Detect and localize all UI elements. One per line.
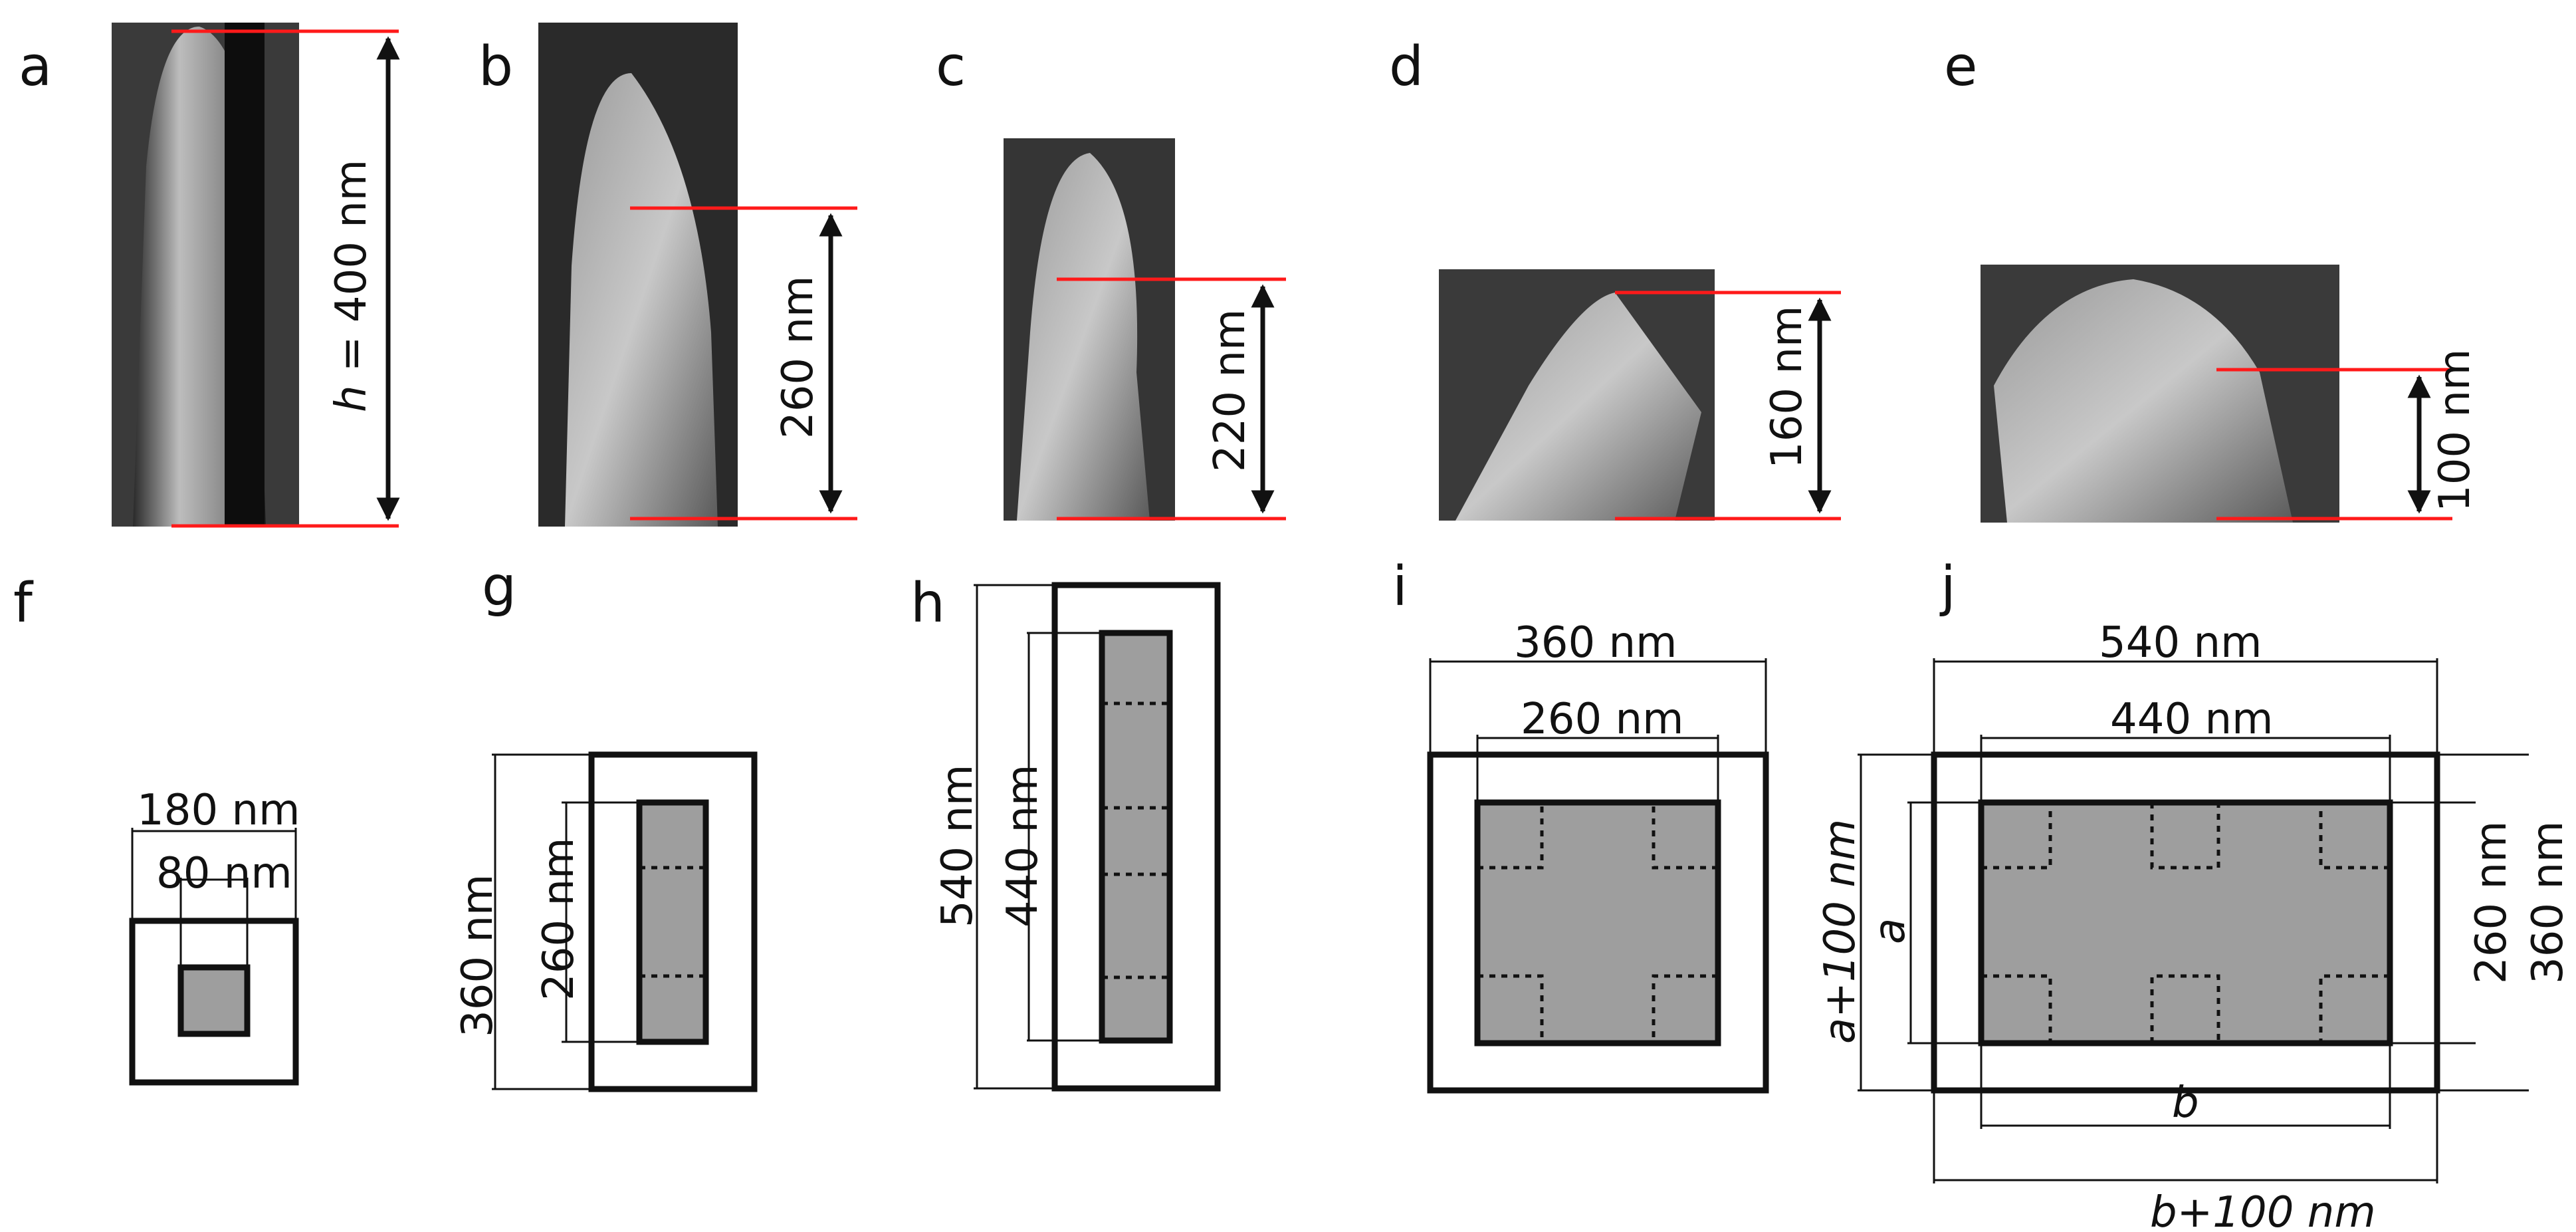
panel-letter-h: h — [911, 572, 945, 635]
panel-letter-f: f — [13, 572, 34, 635]
panel-f: f 180 nm 80 nm — [13, 572, 300, 1086]
height-variable: h — [327, 385, 376, 412]
corner-cut — [1652, 974, 1718, 1043]
outer-height-label: 540 nm — [933, 765, 982, 927]
inner-width-label: 80 nm — [156, 849, 292, 898]
panel-letter-d: d — [1389, 35, 1424, 98]
height-label: 260 nm — [774, 276, 823, 439]
panel-letter-b: b — [479, 35, 513, 98]
outer-rect — [1051, 582, 1221, 1092]
inner-width-label: 260 nm — [1521, 695, 1683, 744]
corner-cut — [1652, 802, 1718, 870]
sem-image-c — [1004, 138, 1175, 521]
height-label: 100 nm — [2430, 349, 2480, 512]
panel-a: a h = 400 nm — [19, 23, 400, 528]
corner-cut — [1477, 974, 1544, 1043]
inner-height-label: 440 nm — [998, 765, 1047, 927]
corner-cut — [1981, 802, 2052, 870]
sem-image-e — [1981, 265, 2339, 523]
outer-height-label: 360 nm — [453, 874, 502, 1037]
height-value: = 400 nm — [327, 160, 376, 386]
inner-square — [1474, 799, 1721, 1047]
outer-width-label: 360 nm — [1514, 618, 1677, 668]
panel-j: j 540 nm 440 nm 260 nm 360 nm a+100 nm a — [1816, 555, 2573, 1232]
b-plus-100-label: b+100 nm — [2150, 1188, 2376, 1232]
inner-rect — [1099, 630, 1173, 1044]
sem-image-b — [538, 23, 738, 527]
outer-rect — [588, 751, 758, 1092]
panel-letter-c: c — [936, 35, 966, 98]
a-plus-100-label: a+100 nm — [1816, 819, 1865, 1044]
sem-image-a — [112, 23, 299, 527]
b-label: b — [2172, 1078, 2199, 1128]
panel-g: g 360 nm 260 nm — [453, 555, 758, 1092]
panel-d: d 160 nm — [1389, 35, 1841, 521]
notch-cut — [2150, 802, 2220, 870]
panel-b: b 260 nm — [479, 23, 857, 527]
panel-e: e 100 nm — [1944, 35, 2480, 523]
panel-letter-e: e — [1944, 35, 1977, 98]
panel-letter-i: i — [1392, 555, 1408, 618]
outer-square — [129, 918, 299, 1086]
panel-h: h 540 nm 440 nm — [911, 572, 1221, 1092]
panel-letter-j: j — [1939, 555, 1956, 618]
inner-square — [177, 964, 251, 1037]
panel-c: c 220 nm — [936, 35, 1286, 521]
corner-cut — [2319, 802, 2390, 870]
inner-width-label: 440 nm — [2110, 695, 2273, 744]
corner-cut — [1477, 802, 1544, 870]
inner-height-label: 260 nm — [2467, 821, 2516, 984]
outer-rect — [1931, 751, 2440, 1094]
panel-letter-g: g — [482, 555, 516, 618]
height-label: 160 nm — [1763, 306, 1812, 469]
outer-square — [1427, 751, 1769, 1094]
panel-letter-a: a — [19, 35, 52, 98]
inner-rect — [1978, 799, 2393, 1047]
outer-height-label: 360 nm — [2523, 821, 2573, 984]
inner-height-label: 260 nm — [534, 838, 584, 1001]
a-label: a — [1866, 918, 1915, 944]
outer-width-label: 180 nm — [137, 786, 300, 835]
notch-cut — [2150, 974, 2220, 1043]
height-label: 220 nm — [1206, 309, 1255, 472]
outer-width-label: 540 nm — [2099, 618, 2262, 668]
height-label: h = 400 nm — [327, 160, 376, 412]
inner-rect — [636, 799, 709, 1045]
panel-i: i 360 nm 260 nm — [1392, 555, 1769, 1094]
sem-image-d — [1439, 269, 1715, 521]
